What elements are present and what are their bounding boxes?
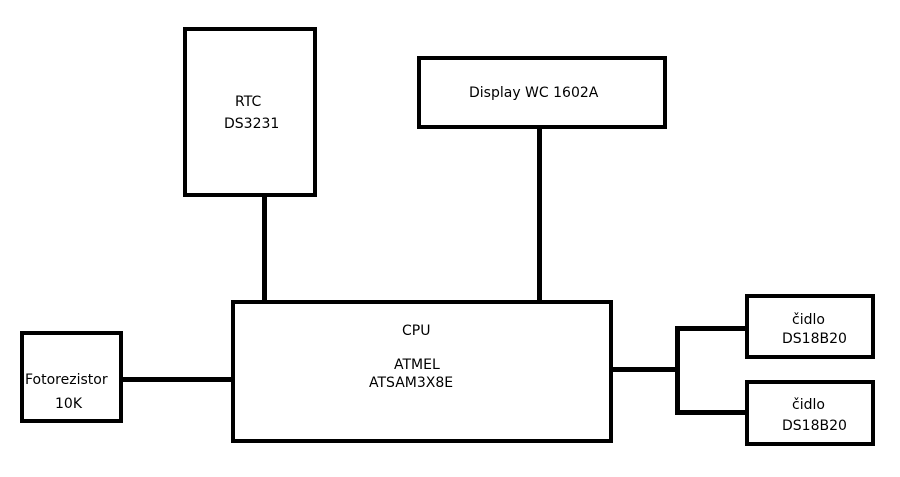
- cpu-model-label: ATSAM3X8E: [369, 375, 454, 391]
- display-label: Display WC 1602A: [469, 85, 599, 101]
- sensor-2-model-label: DS18B20: [782, 418, 847, 434]
- cpu-vendor-label: ATMEL: [394, 357, 440, 373]
- display-block: [417, 56, 667, 129]
- connector-cpu-junction: [610, 367, 678, 372]
- cpu-block: [231, 300, 613, 443]
- sensor-2-block: [745, 380, 875, 446]
- rtc-block: [183, 27, 317, 197]
- cpu-label: CPU: [402, 323, 431, 339]
- sensor-1-model-label: DS18B20: [782, 331, 847, 347]
- sensor-1-label: čidlo: [792, 312, 825, 328]
- photoresistor-value-label: 10K: [55, 396, 82, 412]
- rtc-model-label: DS3231: [224, 116, 280, 132]
- rtc-label: RTC: [235, 94, 262, 110]
- connector-display-cpu: [537, 128, 542, 302]
- connector-rtc-cpu: [262, 196, 267, 302]
- connector-junction-vertical: [675, 326, 680, 415]
- photoresistor-block: [20, 331, 123, 423]
- connector-junction-sensor-1: [675, 326, 747, 331]
- connector-junction-sensor-2: [675, 410, 747, 415]
- photoresistor-label: Fotorezistor: [25, 372, 108, 388]
- sensor-2-label: čidlo: [792, 397, 825, 413]
- connector-photoresistor-cpu: [121, 377, 234, 382]
- sensor-1-block: [745, 294, 875, 359]
